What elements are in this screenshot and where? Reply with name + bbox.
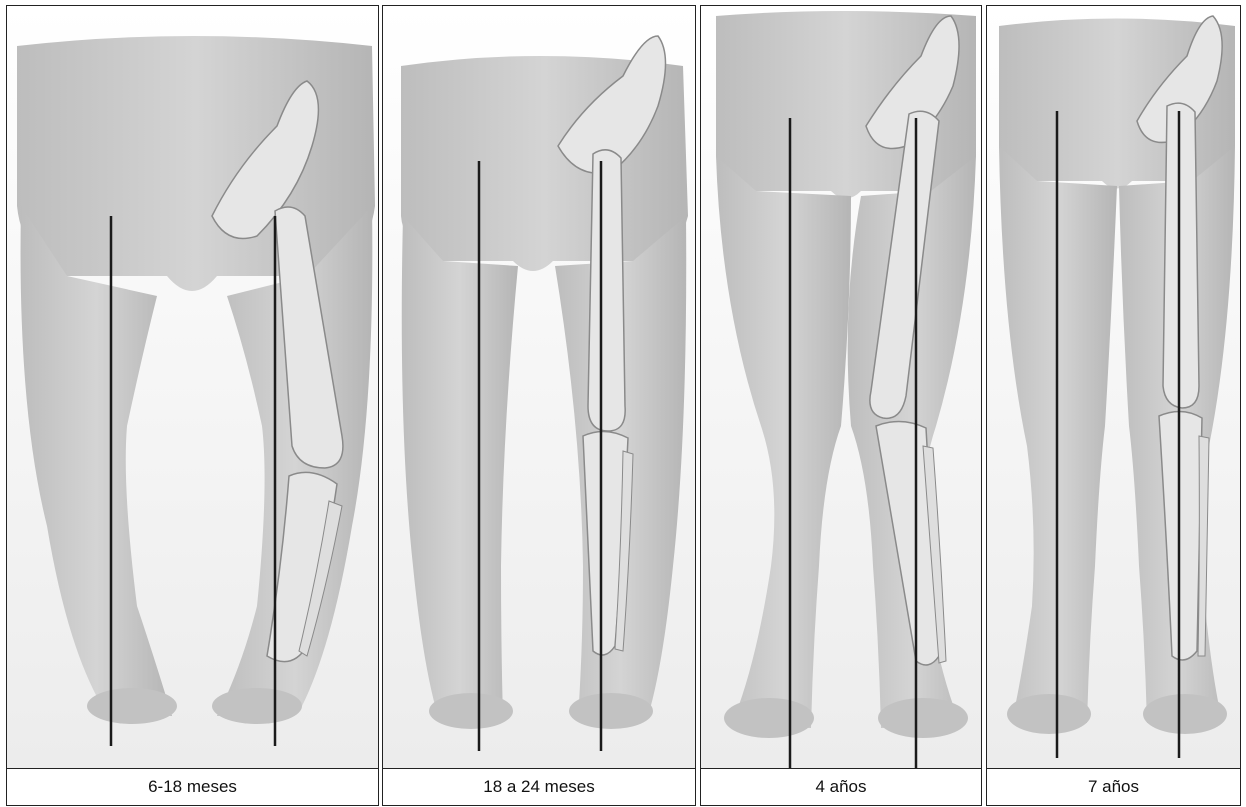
femur-bone [1163,103,1199,408]
panel-4-years: 4 años [700,5,982,806]
illustration-bowed-legs [7,6,379,771]
caption: 18 a 24 meses [383,768,695,805]
illustration-straight-legs [383,6,696,771]
hips [17,36,375,291]
left-foot [87,688,177,724]
illustration-knock-knees [701,6,982,771]
illustration-normal-legs [987,6,1241,771]
right-foot [212,688,302,724]
left-foot [429,693,513,729]
caption: 4 años [701,768,981,805]
panel-18-24-months: 18 a 24 meses [382,5,696,806]
caption: 7 años [987,768,1240,805]
left-foot [1007,694,1091,734]
right-foot [1143,694,1227,734]
left-foot [724,698,814,738]
right-foot [569,693,653,729]
femur-bone [588,150,625,431]
panel-7-years: 7 años [986,5,1241,806]
panel-6-18-months: 6-18 meses [6,5,379,806]
right-foot [878,698,968,738]
caption: 6-18 meses [7,768,378,805]
